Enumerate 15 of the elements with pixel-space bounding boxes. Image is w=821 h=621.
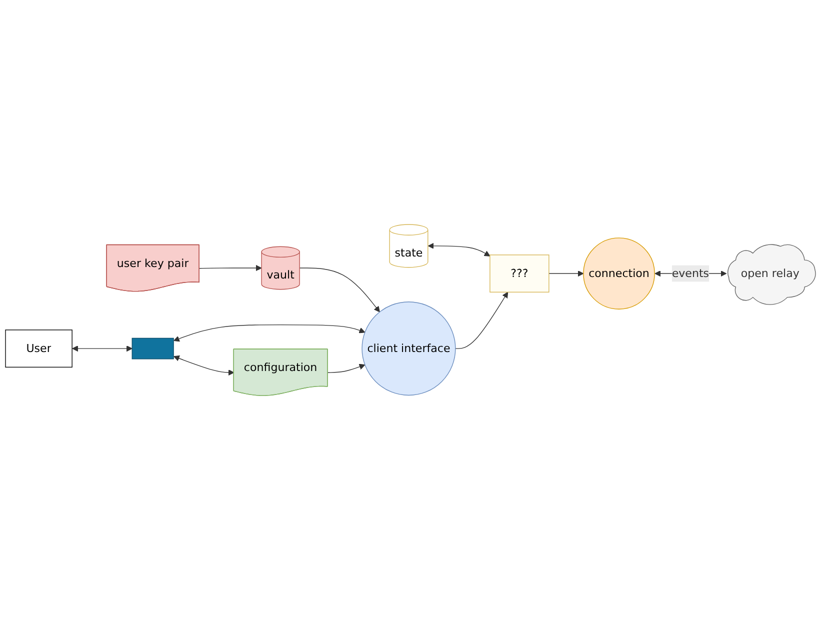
arrow: [428, 243, 490, 257]
node-circle: client interface: [362, 302, 456, 396]
arrow: [455, 292, 508, 350]
arrow: [199, 265, 262, 272]
arrow: [328, 364, 366, 374]
arrow: [174, 356, 234, 376]
node-circle: connection: [583, 238, 655, 310]
arrow: [548, 270, 584, 278]
node-box: [132, 338, 174, 360]
node-box: ???: [490, 255, 550, 293]
arrow: [72, 346, 132, 352]
edge-label: events: [672, 267, 710, 280]
arrow: [174, 324, 366, 342]
arrow: [299, 268, 380, 313]
node-box: User: [5, 330, 72, 368]
